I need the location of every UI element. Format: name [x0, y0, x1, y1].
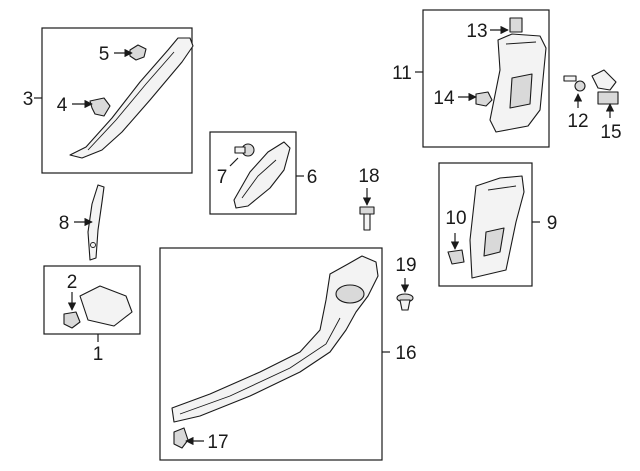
clip-13 — [509, 17, 523, 33]
callout-3: 3 — [23, 89, 34, 110]
screw-12 — [563, 75, 586, 92]
b-pillar-lower-trim — [469, 175, 525, 279]
callout-1: 1 — [93, 344, 104, 365]
callout-15: 15 — [600, 122, 621, 143]
clip-15 — [591, 69, 619, 105]
callout-18: 18 — [358, 166, 379, 187]
callout-8: 8 — [59, 213, 70, 234]
callout-11: 11 — [392, 63, 412, 84]
callout-17: 17 — [207, 432, 228, 453]
clip-19 — [396, 293, 414, 311]
clip-17 — [173, 427, 189, 449]
leader-7 — [229, 157, 239, 167]
callout-5: 5 — [99, 44, 110, 65]
callout-4: 4 — [57, 95, 68, 116]
callout-13: 13 — [466, 21, 487, 42]
callout-14: 14 — [433, 88, 455, 109]
screw-18 — [359, 206, 375, 231]
clip-10 — [447, 249, 465, 265]
callout-2: 2 — [67, 272, 78, 293]
callout-6: 6 — [307, 167, 318, 188]
b-pillar-upper-trim — [489, 33, 547, 133]
callout-10: 10 — [445, 208, 466, 229]
clip-2 — [63, 311, 81, 329]
callout-7: 7 — [217, 167, 228, 188]
clip-14 — [475, 91, 493, 107]
callout-19: 19 — [395, 255, 416, 276]
callout-9: 9 — [547, 213, 558, 234]
screw-7 — [234, 143, 255, 157]
a-pillar-trim — [69, 37, 194, 159]
bracket-8 — [87, 184, 105, 261]
callout-12: 12 — [567, 111, 588, 132]
panel-1 — [79, 285, 133, 327]
callout-16: 16 — [395, 343, 416, 364]
sill-plate-16 — [171, 255, 379, 423]
bracket-6 — [233, 141, 291, 209]
